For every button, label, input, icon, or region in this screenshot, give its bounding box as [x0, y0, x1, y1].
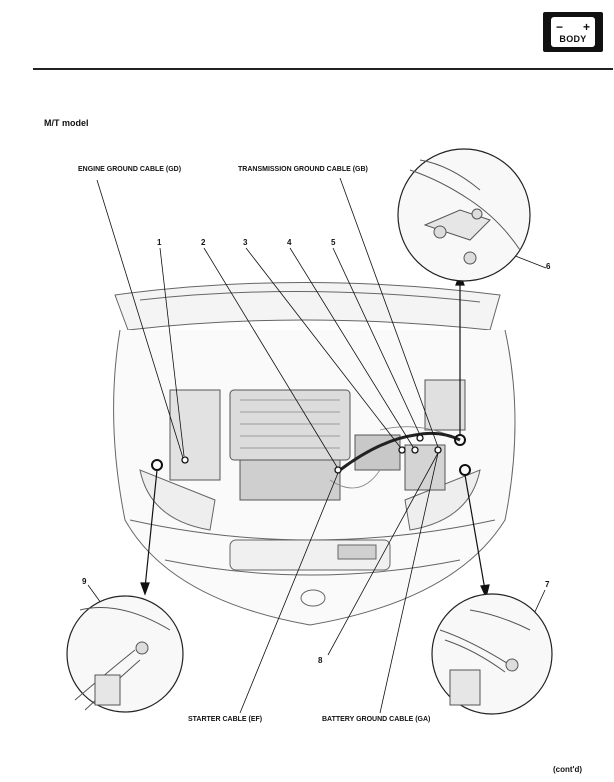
ref-number-2: 2	[201, 238, 206, 247]
ref-number-9: 9	[82, 577, 87, 586]
ref-number-4: 4	[287, 238, 292, 247]
battery-plus-symbol: +	[582, 20, 590, 34]
ref-number-8: 8	[318, 656, 323, 665]
callout-engine-ground-cable: ENGINE GROUND CABLE (GD)	[78, 166, 182, 173]
detail-engine-ground	[66, 595, 184, 713]
ref-number-3: 3	[243, 238, 248, 247]
section-title: M/T model	[44, 118, 89, 128]
ref-number-5: 5	[331, 238, 336, 247]
detail-battery-ground	[431, 593, 553, 715]
badge-label: BODY	[559, 34, 587, 44]
ref-number-6: 6	[546, 262, 551, 271]
body-section-badge: − + BODY	[543, 12, 603, 52]
ref-number-1: 1	[157, 238, 162, 247]
continued-note: (cont'd)	[553, 765, 583, 774]
header-rule	[33, 68, 613, 70]
callout-battery-ground-cable: BATTERY GROUND CABLE (GA)	[322, 716, 431, 723]
detail-transmission-ground	[397, 148, 531, 282]
battery-minus-symbol: −	[556, 20, 564, 34]
ref-number-7: 7	[545, 580, 550, 589]
battery-icon: − + BODY	[551, 17, 595, 47]
callout-transmission-ground-cable: TRANSMISSION GROUND CABLE (GB)	[238, 166, 368, 173]
callout-starter-cable: STARTER CABLE (EF)	[188, 716, 263, 723]
